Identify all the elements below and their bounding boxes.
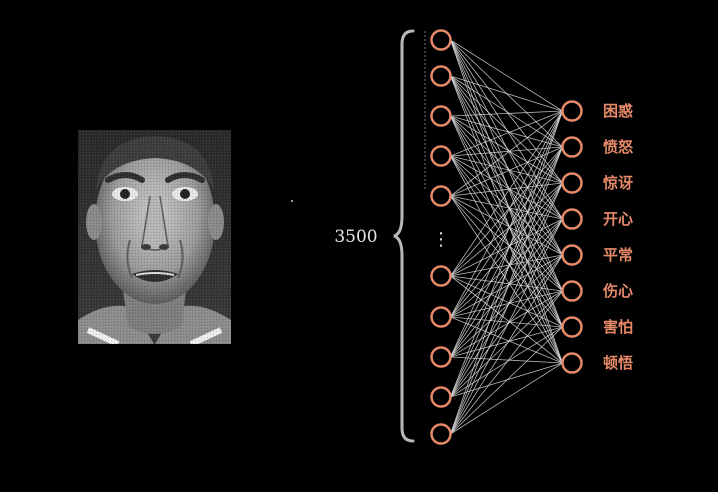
edge-2-1 bbox=[450, 115, 563, 148]
edge-5-4 bbox=[450, 254, 563, 277]
connection-edges bbox=[450, 39, 563, 435]
edge-7-5 bbox=[450, 290, 563, 358]
output-node-1 bbox=[561, 100, 583, 122]
edge-9-5 bbox=[450, 290, 563, 435]
output-label-8: 顿悟 bbox=[603, 354, 633, 372]
edge-6-5 bbox=[450, 290, 563, 318]
edge-4-6 bbox=[450, 195, 563, 328]
edge-9-7 bbox=[450, 362, 563, 435]
edge-7-1 bbox=[450, 146, 563, 358]
edge-2-4 bbox=[450, 115, 563, 256]
output-node-7 bbox=[561, 316, 583, 338]
input-count-label: 3500 bbox=[334, 227, 378, 247]
input-node-8 bbox=[430, 346, 452, 368]
edge-3-0 bbox=[450, 110, 563, 157]
output-label-3: 惊讶 bbox=[603, 174, 633, 192]
edge-9-4 bbox=[450, 254, 563, 435]
edge-6-0 bbox=[450, 110, 563, 318]
output-label-4: 开心 bbox=[603, 210, 633, 228]
edge-4-0 bbox=[450, 110, 563, 197]
output-label-2: 愤怒 bbox=[603, 138, 633, 156]
edge-9-2 bbox=[450, 182, 563, 435]
edge-7-3 bbox=[450, 218, 563, 358]
output-node-8 bbox=[561, 352, 583, 374]
edge-4-4 bbox=[450, 195, 563, 256]
input-node-1 bbox=[430, 29, 452, 51]
edge-2-5 bbox=[450, 115, 563, 292]
edge-3-1 bbox=[450, 146, 563, 157]
edge-5-5 bbox=[450, 275, 563, 292]
edge-3-7 bbox=[450, 155, 563, 364]
edge-3-2 bbox=[450, 155, 563, 184]
output-nodes bbox=[561, 100, 583, 374]
edge-2-2 bbox=[450, 115, 563, 184]
edge-6-1 bbox=[450, 146, 563, 318]
edge-6-6 bbox=[450, 316, 563, 328]
edge-4-5 bbox=[450, 195, 563, 292]
face-photo bbox=[78, 130, 231, 344]
edge-1-1 bbox=[450, 75, 563, 148]
input-node-3 bbox=[430, 105, 452, 127]
edge-4-3 bbox=[450, 195, 563, 220]
edge-5-7 bbox=[450, 275, 563, 364]
input-brace bbox=[393, 29, 415, 443]
edge-4-7 bbox=[450, 195, 563, 364]
edge-7-6 bbox=[450, 326, 563, 358]
output-node-5 bbox=[561, 244, 583, 266]
edge-5-3 bbox=[450, 218, 563, 277]
edge-9-3 bbox=[450, 218, 563, 435]
edge-9-1 bbox=[450, 146, 563, 435]
edge-9-0 bbox=[450, 110, 563, 435]
input-node-6 bbox=[430, 265, 452, 287]
output-label-7: 害怕 bbox=[603, 318, 633, 336]
input-node-5 bbox=[430, 185, 452, 207]
edge-7-2 bbox=[450, 182, 563, 358]
edge-4-2 bbox=[450, 182, 563, 197]
edge-7-0 bbox=[450, 110, 563, 358]
output-label-5: 平常 bbox=[603, 246, 633, 264]
edge-2-7 bbox=[450, 115, 563, 364]
output-node-4 bbox=[561, 208, 583, 230]
edge-9-6 bbox=[450, 326, 563, 435]
input-ellipsis: ⋮ bbox=[432, 229, 450, 250]
input-node-9 bbox=[430, 386, 452, 408]
edge-7-4 bbox=[450, 254, 563, 358]
edge-0-0 bbox=[450, 39, 563, 112]
edge-4-1 bbox=[450, 146, 563, 197]
edge-2-0 bbox=[450, 110, 563, 117]
edge-3-6 bbox=[450, 155, 563, 328]
output-node-2 bbox=[561, 136, 583, 158]
edge-5-6 bbox=[450, 275, 563, 328]
input-node-10 bbox=[430, 423, 452, 445]
edge-3-5 bbox=[450, 155, 563, 292]
input-node-2 bbox=[430, 65, 452, 87]
edge-6-2 bbox=[450, 182, 563, 318]
edge-5-1 bbox=[450, 146, 563, 277]
edge-2-6 bbox=[450, 115, 563, 328]
edge-5-0 bbox=[450, 110, 563, 277]
input-node-7 bbox=[430, 306, 452, 328]
stray-dot bbox=[291, 200, 293, 202]
output-label-6: 伤心 bbox=[602, 282, 633, 300]
edge-2-3 bbox=[450, 115, 563, 220]
output-label-1: 困惑 bbox=[603, 102, 633, 120]
edge-5-2 bbox=[450, 182, 563, 277]
edge-3-3 bbox=[450, 155, 563, 220]
input-nodes bbox=[430, 29, 452, 445]
input-node-4 bbox=[430, 145, 452, 167]
output-node-3 bbox=[561, 172, 583, 194]
edge-6-7 bbox=[450, 316, 563, 364]
edge-6-4 bbox=[450, 254, 563, 318]
output-node-6 bbox=[561, 280, 583, 302]
edge-6-3 bbox=[450, 218, 563, 318]
edge-8-0 bbox=[450, 110, 563, 398]
edge-7-7 bbox=[450, 356, 563, 364]
edge-3-4 bbox=[450, 155, 563, 256]
edge-1-0 bbox=[450, 75, 563, 112]
